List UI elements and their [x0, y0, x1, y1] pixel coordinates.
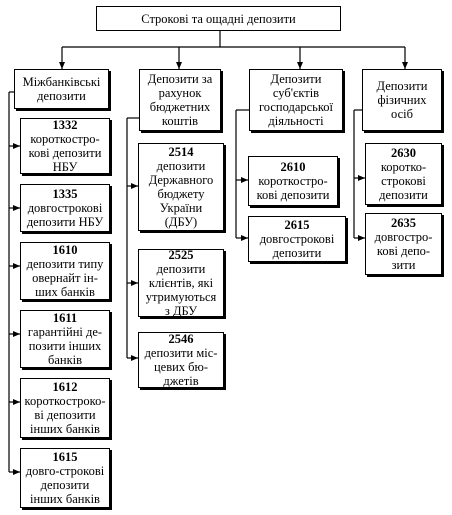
account-text: депозити Державного бюджету України (ДБУ… [148, 159, 214, 229]
account-text: депозити міс-цевих бю-джетів [144, 346, 218, 388]
account-text: довгостро-кові депо-зити [374, 230, 433, 272]
category-label: Депозити фізичних осіб [376, 79, 428, 121]
account-text: довгострокові депозити НБУ [26, 201, 104, 229]
account-code: 2630 [391, 146, 416, 160]
account-2610: 2610 короткостро-кові депозити [248, 156, 338, 206]
account-text: депозити типу овернайт ін-ших банків [26, 257, 104, 299]
account-1610: 1610 депозити типу овернайт ін-ших банкі… [20, 242, 110, 300]
account-2546: 2546 депозити міс-цевих бю-джетів [138, 332, 224, 388]
account-text: короткостро-кові депозити [256, 174, 330, 202]
account-2514: 2514 депозити Державного бюджету України… [138, 143, 224, 231]
category-individuals: Депозити фізичних осіб [362, 69, 442, 131]
category-interbank: Міжбанківські депозити [14, 69, 109, 109]
account-code: 2514 [168, 145, 194, 159]
category-label: Депозити суб'єктів господарської діяльно… [258, 72, 334, 128]
account-1611: 1611 гарантійні де-позити інших банків [20, 310, 110, 368]
account-2615: 2615 довгострокові депозити [248, 216, 346, 262]
account-text: гарантійні де-позити інших банків [27, 325, 103, 367]
account-text: короткостро-кові депозити НБУ [28, 132, 102, 174]
account-2525: 2525 депозити клієнтів, які утримуються … [138, 248, 224, 318]
account-1335: 1335 довгострокові депозити НБУ [20, 184, 110, 232]
account-code: 1332 [52, 118, 78, 132]
account-code: 1610 [52, 243, 78, 257]
account-code: 2635 [391, 216, 416, 230]
account-code: 1611 [52, 311, 78, 325]
account-text: довго-строкові депозити інших банків [25, 464, 105, 506]
account-1615: 1615 довго-строкові депозити інших банкі… [20, 448, 110, 508]
category-label: Депозити за рахунок бюджетних коштів [147, 72, 213, 128]
account-text: довгострокові депозити [259, 232, 335, 260]
account-1612: 1612 короткостроко-ві депозити інших бан… [20, 378, 110, 438]
account-2630: 2630 коротко-строкові депозити [365, 143, 442, 205]
account-2635: 2635 довгостро-кові депо-зити [365, 213, 442, 275]
category-business: Депозити суб'єктів господарської діяльно… [249, 69, 343, 131]
category-label: Міжбанківські депозити [22, 75, 101, 103]
account-code: 2546 [168, 332, 194, 346]
category-budget: Депозити за рахунок бюджетних коштів [139, 69, 221, 131]
account-code: 1612 [52, 380, 78, 394]
root-label: Строкові та ощадні депозити [141, 11, 296, 26]
account-code: 2610 [280, 160, 306, 174]
root-node: Строкові та ощадні депозити [96, 6, 341, 31]
account-1332: 1332 короткостро-кові депозити НБУ [20, 118, 110, 174]
account-code: 1615 [52, 450, 78, 464]
account-text: короткостроко-ві депозити інших банків [24, 394, 106, 436]
account-code: 2525 [168, 248, 194, 262]
account-text: коротко-строкові депозити [379, 160, 428, 202]
account-code: 1335 [52, 187, 78, 201]
account-code: 2615 [284, 218, 310, 232]
account-text: депозити клієнтів, які утримуються з ДБУ [145, 262, 217, 318]
